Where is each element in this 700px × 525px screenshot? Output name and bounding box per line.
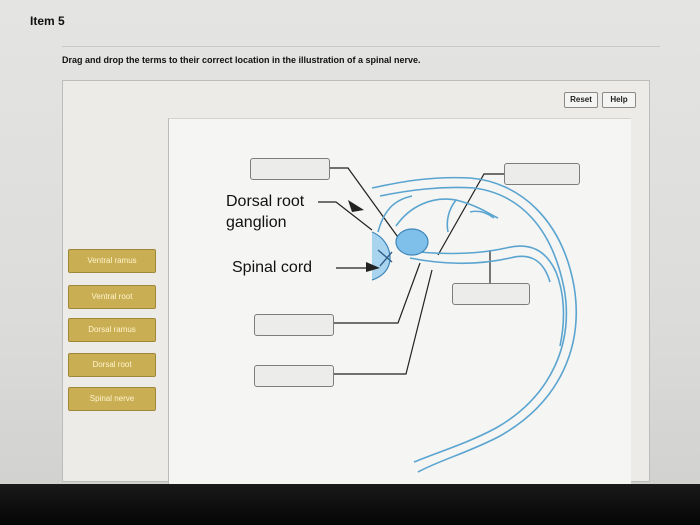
drop-target-top-left[interactable] — [250, 158, 330, 180]
ganglion-arrow-icon — [348, 200, 364, 212]
nerve-fine-branch — [469, 210, 495, 219]
nerve-outer-lower — [379, 186, 568, 463]
leader-line-bottom — [334, 269, 433, 375]
nerve-middle-branch-inner — [409, 255, 551, 283]
leader-line-ganglion — [318, 201, 373, 231]
reset-button[interactable]: Reset — [564, 92, 598, 108]
instructions-text: Drag and drop the terms to their correct… — [62, 55, 421, 65]
spinal-cord-marks — [377, 249, 393, 267]
item-title: Item 5 — [30, 14, 65, 28]
leader-lines — [318, 167, 505, 375]
leader-line-middle — [334, 262, 421, 324]
dorsal-root-curve — [377, 195, 413, 233]
nerve-drawing — [371, 176, 577, 473]
help-button[interactable]: Help — [602, 92, 636, 108]
term-dorsal-root[interactable]: Dorsal root — [68, 353, 156, 377]
dorsal-ramus-branch — [395, 198, 499, 233]
label-dorsal-root-line2: ganglion — [226, 214, 287, 231]
term-ventral-ramus[interactable]: Ventral ramus — [68, 249, 156, 273]
leader-line-top-left — [330, 167, 401, 241]
screen-bezel — [0, 484, 700, 525]
term-ventral-root[interactable]: Ventral root — [68, 285, 156, 309]
drop-target-middle[interactable] — [254, 314, 334, 336]
drop-target-top-right[interactable] — [504, 163, 580, 185]
spinal-cord-arrow-icon — [366, 262, 380, 272]
ganglion-shape — [395, 228, 429, 256]
label-spinal-cord: Spinal cord — [232, 259, 313, 276]
header-divider — [62, 46, 660, 47]
label-dorsal-root-line1: Dorsal root — [226, 193, 305, 210]
drop-target-bottom[interactable] — [254, 365, 334, 387]
spinal-cord-section — [371, 231, 391, 281]
drop-target-right[interactable] — [452, 283, 530, 305]
nerve-outer-upper — [371, 176, 577, 473]
term-dorsal-ramus[interactable]: Dorsal ramus — [68, 318, 156, 342]
nerve-middle-branch — [403, 245, 565, 347]
term-spinal-nerve[interactable]: Spinal nerve — [68, 387, 156, 411]
leader-line-top-right — [437, 173, 505, 256]
